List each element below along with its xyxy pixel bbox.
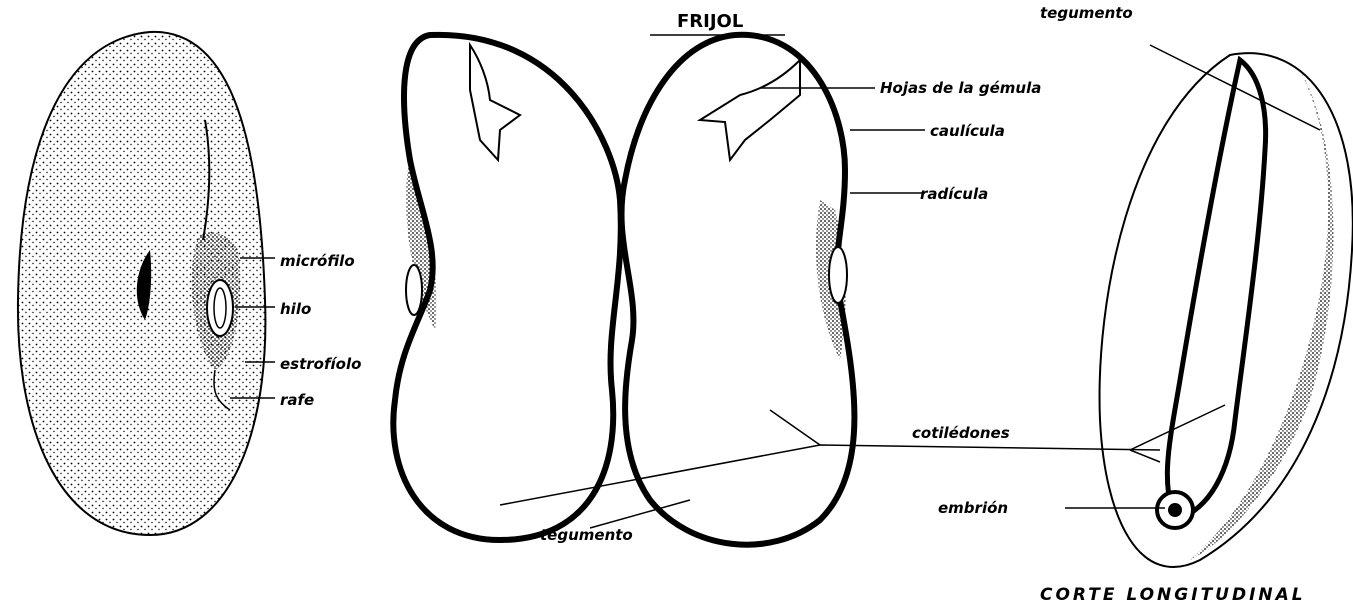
label-estrofiolo: estrofíolo xyxy=(280,355,361,373)
radicle-left xyxy=(406,265,422,315)
label-hilo: hilo xyxy=(280,300,311,318)
title-label: FRIJOL xyxy=(677,11,743,32)
label-tegumento-top: tegumento xyxy=(1040,4,1133,22)
longitudinal-section xyxy=(1100,53,1353,567)
label-micropilo: micrófilo xyxy=(280,252,355,270)
bean-exterior xyxy=(18,32,265,535)
label-cotiledones: cotilédones xyxy=(912,424,1010,442)
label-radicula: radícula xyxy=(920,185,988,203)
cotyledon-left xyxy=(393,35,620,540)
section-caption: CORTE LONGITUDINAL xyxy=(1040,585,1306,605)
cotyledon-right xyxy=(622,35,855,545)
label-rafe: rafe xyxy=(280,391,314,409)
label-embrion: embrión xyxy=(938,499,1008,517)
label-hojas-gemula: Hojas de la gémula xyxy=(880,79,1041,97)
label-tegumento-bottom: tegumento xyxy=(540,526,633,544)
radicle-right xyxy=(829,247,847,303)
embryo-inner xyxy=(1168,503,1182,517)
label-caulicula: caulícula xyxy=(930,122,1005,140)
